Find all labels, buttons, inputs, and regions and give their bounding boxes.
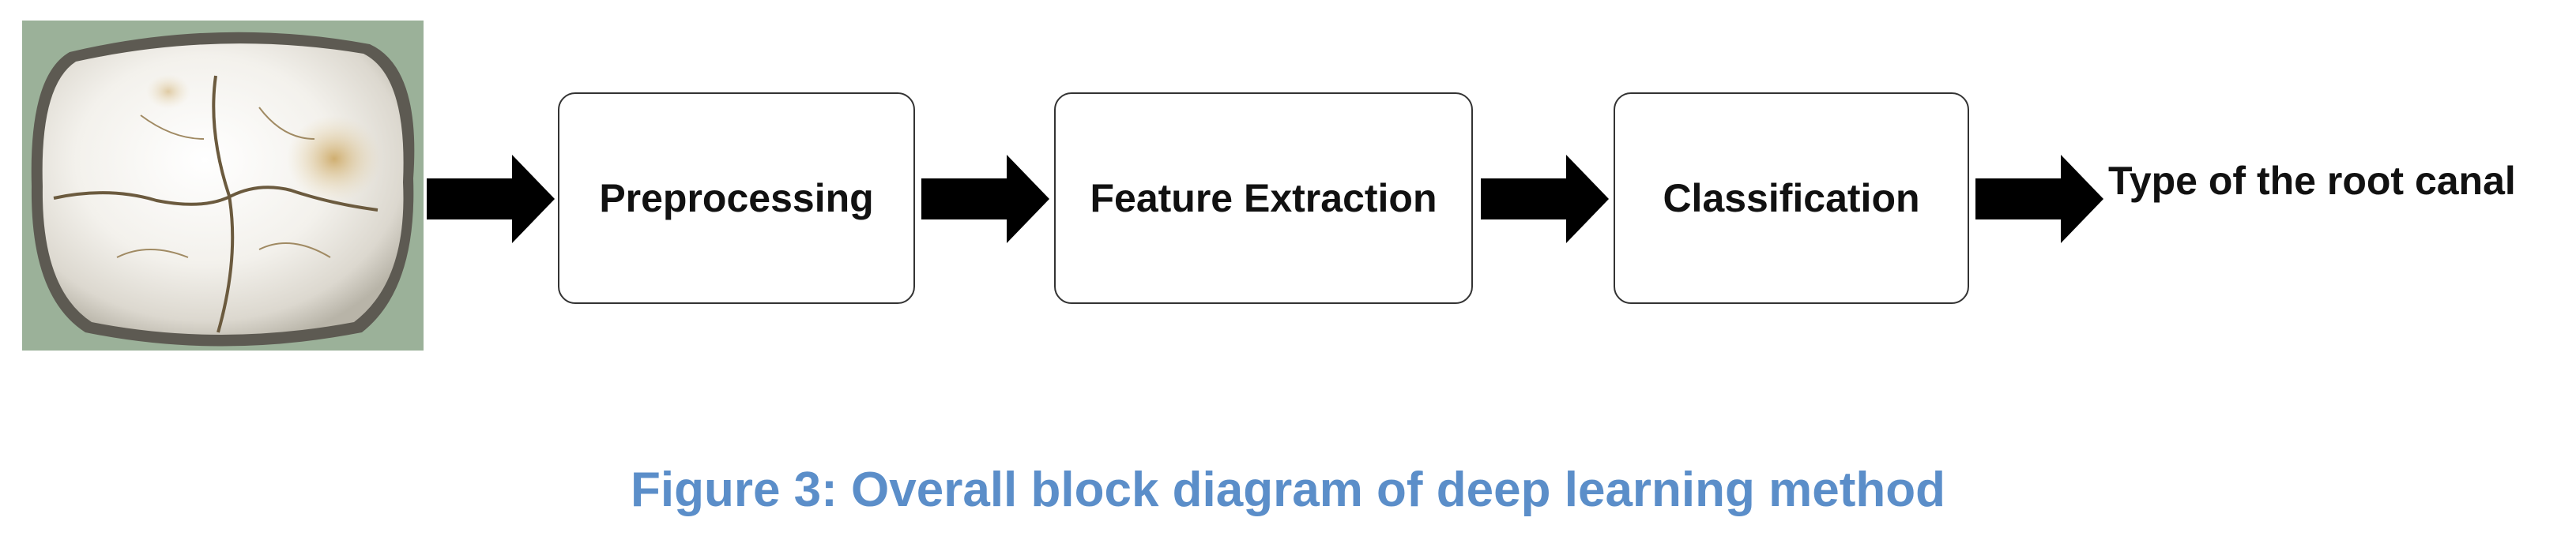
flow-arrow-4 (1975, 155, 2103, 243)
flow-arrow-1 (427, 155, 555, 243)
tooth-image (22, 21, 424, 351)
flow-arrow-3 (1481, 155, 1609, 243)
figure-caption: Figure 3: Overall block diagram of deep … (630, 463, 1945, 517)
classification-label: Classification (1663, 176, 1920, 220)
feature-extraction-label: Feature Extraction (1090, 176, 1437, 220)
output-label: Type of the root canal (2108, 159, 2516, 203)
feature-extraction-block: Feature Extraction (1054, 92, 1473, 304)
flow-arrow-2 (921, 155, 1049, 243)
preprocessing-label: Preprocessing (599, 176, 874, 220)
preprocessing-block: Preprocessing (558, 92, 915, 304)
classification-block: Classification (1614, 92, 1969, 304)
